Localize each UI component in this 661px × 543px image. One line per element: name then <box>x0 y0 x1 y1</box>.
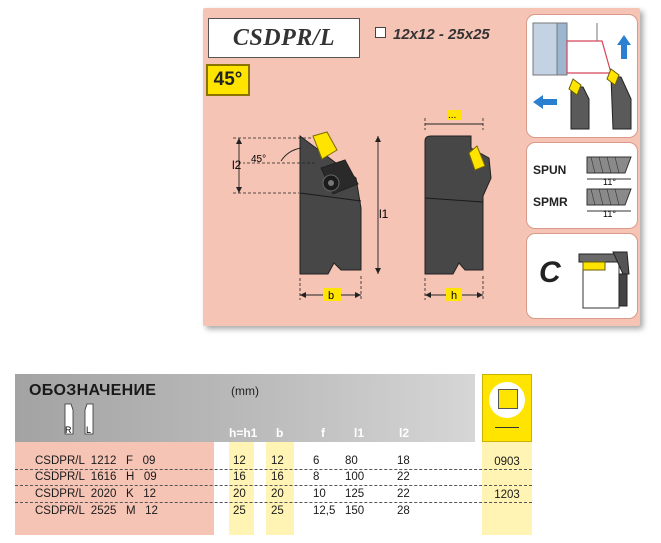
clamp-type-label: C <box>539 256 561 289</box>
row-designation: CSDPR/L 2525 M 12 <box>35 505 158 517</box>
row-l1: 80 <box>345 455 358 467</box>
table-header: ОБОЗНАЧЕНИЕ (mm) R L h=h1 b f l1 l2 <box>15 374 475 442</box>
row-l2: 22 <box>397 488 410 500</box>
row-l2: 22 <box>397 471 410 483</box>
col-header-l2: l2 <box>399 426 410 440</box>
tool-title: CSDPR/L <box>232 25 336 51</box>
row-separator <box>15 502 532 503</box>
angle-badge: 45° <box>206 64 250 96</box>
insert-types-card: SPUN SPMR 11° 11° <box>526 142 638 229</box>
square-icon <box>375 27 386 38</box>
dots-label: ... <box>448 110 456 121</box>
hand-r-label: R <box>65 425 72 435</box>
size-range: 12x12 - 25x25 <box>375 26 490 43</box>
table-row: CSDPR/L 2525 M 12 25 25 12,5 150 28 <box>15 505 475 518</box>
tool-panel: CSDPR/L 12x12 - 25x25 45° <box>203 8 640 326</box>
row-separator <box>15 469 532 470</box>
row-h: 25 <box>233 505 246 517</box>
end-view <box>424 135 492 275</box>
designation-title: ОБОЗНАЧЕНИЕ <box>29 382 157 399</box>
b-column-highlight <box>266 442 294 535</box>
row-h: 20 <box>233 488 246 500</box>
table-row: CSDPR/L 1212 F 09 12 12 6 80 18 <box>15 455 475 468</box>
row-l1: 125 <box>345 488 365 500</box>
row-designation: CSDPR/L 1212 F 09 <box>35 455 156 467</box>
insert-header <box>482 374 532 442</box>
designation-column-bg <box>15 442 214 535</box>
hand-icon: R L <box>64 403 94 435</box>
row-separator <box>15 485 532 486</box>
col-header-f: f <box>321 426 325 440</box>
insert-code: 0903 <box>494 456 520 468</box>
b-label: b <box>328 290 334 302</box>
col-header-l1: l1 <box>354 426 365 440</box>
row-l2: 28 <box>397 505 410 517</box>
table-row: CSDPR/L 2020 K 12 20 20 10 125 22 <box>15 488 475 501</box>
col-header-h: h=h1 <box>229 426 258 440</box>
row-f: 8 <box>313 471 320 483</box>
row-f: 12,5 <box>313 505 336 517</box>
h-label: h <box>451 290 457 302</box>
row-designation: CSDPR/L 2020 K 12 <box>35 488 157 500</box>
row-designation: CSDPR/L 1616 H 09 <box>35 471 157 483</box>
row-b: 16 <box>271 471 284 483</box>
col-header-b: b <box>276 426 284 440</box>
clamp-type-card: C <box>526 233 638 319</box>
unit-label: (mm) <box>231 384 259 398</box>
hand-l-label: L <box>86 425 91 435</box>
insert-spmr-label: SPMR <box>533 195 568 209</box>
insert-dimension-line <box>495 427 519 428</box>
size-range-text: 12x12 - 25x25 <box>393 26 490 43</box>
clearance-angle-1: 11° <box>603 177 616 187</box>
side-view <box>299 131 362 275</box>
insert-code: 1203 <box>494 489 520 501</box>
row-l1: 150 <box>345 505 365 517</box>
row-l1: 100 <box>345 471 365 483</box>
row-h: 16 <box>233 471 246 483</box>
insert-spun-label: SPUN <box>533 163 567 177</box>
row-b: 25 <box>271 505 284 517</box>
row-f: 10 <box>313 488 326 500</box>
feed-direction-card <box>526 14 638 138</box>
title-box: CSDPR/L <box>208 18 360 58</box>
h-column-highlight <box>229 442 254 535</box>
table-row: CSDPR/L 1616 H 09 16 16 8 100 22 <box>15 471 475 484</box>
row-b: 12 <box>271 455 284 467</box>
row-b: 20 <box>271 488 284 500</box>
feed-direction-icon <box>532 22 632 130</box>
angle-label: 45° <box>251 154 266 165</box>
row-l2: 18 <box>397 455 410 467</box>
tool-drawing: l2 45° l1 b h ... <box>232 110 492 302</box>
l1-label: l1 <box>379 207 389 221</box>
clamp-icon <box>578 251 630 309</box>
row-f: 6 <box>313 455 320 467</box>
insert-profiles-icon: 11° 11° <box>586 156 632 219</box>
l2-label: l2 <box>232 158 242 172</box>
insert-square-icon <box>498 389 518 409</box>
row-h: 12 <box>233 455 246 467</box>
clearance-angle-2: 11° <box>603 209 616 219</box>
